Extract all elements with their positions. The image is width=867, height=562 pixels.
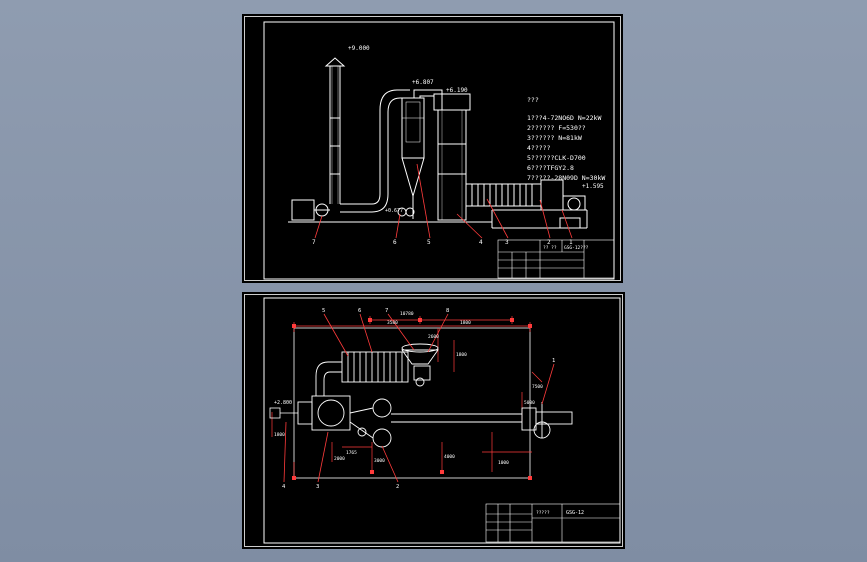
plan-title-block [485,503,621,543]
dim-d8: 3000 [374,458,385,464]
note-7: 7?????-28N09D N=30kW [527,174,605,182]
main-duct [340,89,410,213]
dim-d9: 4000 [444,454,455,460]
dryer-column [433,93,471,221]
base-platform [288,209,588,229]
plan-callout-4: 4 [282,484,286,490]
plan-callout-leaders [283,313,555,483]
plan-callout-8: 8 [446,308,449,314]
plan-callout-numbers: 5 6 7 8 4 3 2 1 [282,308,555,490]
elbow-duct [315,361,342,396]
elevation-drawing: +9.000 +6.807 +6.190 +0.677 +1.595 ??? 1… [244,16,621,281]
elev-right-inlet: +1.595 [582,183,604,190]
outer-frame [244,294,623,547]
elev-cyclone-top: +6.807 [412,79,434,86]
dim-d3: 2600 [428,334,439,340]
title-block [497,239,615,279]
callout-3: 3 [505,239,509,246]
callout-4: 4 [479,239,483,246]
plan-title-sub: ????? [536,510,550,516]
outer-frame [244,16,621,281]
chimney [324,57,346,204]
inner-frame [263,21,615,280]
dimension-values: 10780 3580 1800 2600 1800 1800 1765 2000… [274,311,543,466]
callout-5: 5 [427,239,431,246]
title-block-code: GSG-12??? [564,245,589,251]
note-2: 2?????? F=530?? [527,124,586,132]
technical-notes: ??? 1???4-72NO6D N=22kW 2?????? F=530?? … [527,96,605,182]
drawing-sheet-plan: +2.800 5 6 7 8 4 3 2 1 10780 3580 1 [242,292,625,549]
cyclone-separator [401,97,425,219]
callout-leaders [314,163,573,239]
note-6: 6????TFGY2.8 [527,164,574,172]
callout-numbers: 7 6 5 4 3 2 1 [312,239,573,246]
elevation-marks: +9.000 +6.807 +6.190 +0.677 +1.595 [348,45,604,214]
title-block-sub: ?? ?? [543,245,557,251]
dim-d4: 1800 [456,352,467,358]
dryer-drum-plan [297,395,392,448]
plan-title-code: GSG-12 [566,510,584,516]
plan-callout-5: 5 [322,308,325,314]
drawing-sheet-elevation: +9.000 +6.807 +6.190 +0.677 +1.595 ??? 1… [242,14,623,283]
building-outline [293,327,531,479]
dim-d10: 1000 [498,460,509,466]
note-1: 1???4-72NO6D N=22kW [527,114,601,122]
inner-frame [263,297,621,544]
note-3: 3?????? N=81kW [527,134,582,142]
callout-6: 6 [393,239,397,246]
dim-d11: 5000 [524,400,535,406]
dim-d1: 3580 [387,320,398,326]
callout-2: 2 [547,239,551,246]
plan-elevation-label: +2.800 [274,400,292,406]
dim-d12: 7500 [532,384,543,390]
note-4: 4????? [527,144,551,152]
dim-overall: 10780 [400,311,414,317]
plan-callout-2: 2 [396,484,399,490]
dim-d7: 2000 [334,456,345,462]
elev-chimney-top: +9.000 [348,45,370,52]
dim-d6: 1765 [346,450,357,456]
plan-callout-3: 3 [316,484,319,490]
dim-d2: 1800 [460,320,471,326]
plan-callout-7: 7 [385,308,388,314]
burner-hopper [401,343,439,387]
plan-callout-1: 1 [552,358,555,364]
conveying-pipe [391,402,573,439]
upper-duct [413,89,443,110]
hot-air-furnace [465,179,586,211]
callout-1: 1 [569,239,573,246]
plan-callout-6: 6 [358,308,361,314]
dim-d5: 1800 [274,432,285,438]
notes-title: ??? [527,96,539,104]
elev-left-inlet: +0.677 [385,208,403,214]
plan-drawing: +2.800 5 6 7 8 4 3 2 1 10780 3580 1 [244,294,623,547]
dimension-ticks [292,318,532,480]
induced-fan [291,199,415,221]
plan-elevation-left [269,407,298,419]
elev-dryer-top: +6.190 [446,87,468,94]
note-5: 5??????CLK-D700 [527,154,586,162]
furnace-plan [341,351,409,383]
callout-7: 7 [312,239,316,246]
